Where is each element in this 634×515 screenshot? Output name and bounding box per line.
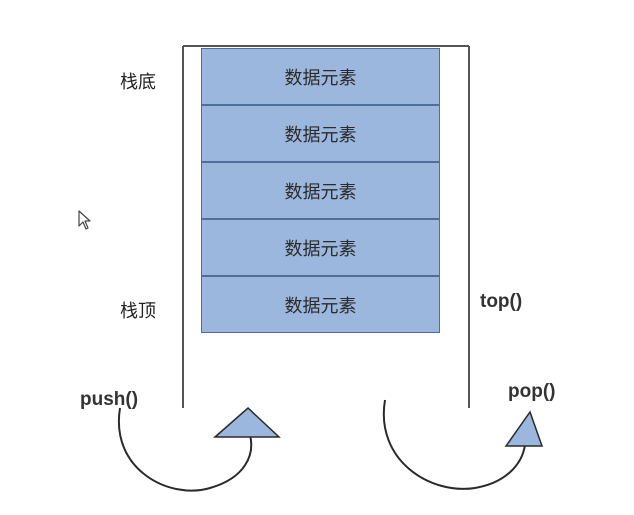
push-arrowhead (213, 406, 281, 438)
stack-bottom-label: 栈底 (120, 72, 156, 93)
pop-function-label: pop() (508, 381, 556, 402)
push-arrow-curve (117, 407, 253, 492)
top-function-label: top() (480, 291, 523, 312)
stack-top-label: 栈顶 (120, 301, 156, 322)
pop-arrowhead (504, 410, 544, 447)
stack-element: 数据元素 (201, 276, 440, 333)
stack-element: 数据元素 (201, 105, 440, 162)
stack-element: 数据元素 (201, 219, 440, 276)
stack-element: 数据元素 (201, 162, 440, 219)
mouse-pointer-icon (78, 210, 91, 230)
stack-element: 数据元素 (201, 48, 440, 105)
push-function-label: push() (80, 389, 139, 410)
pop-arrow-curve (382, 399, 526, 490)
